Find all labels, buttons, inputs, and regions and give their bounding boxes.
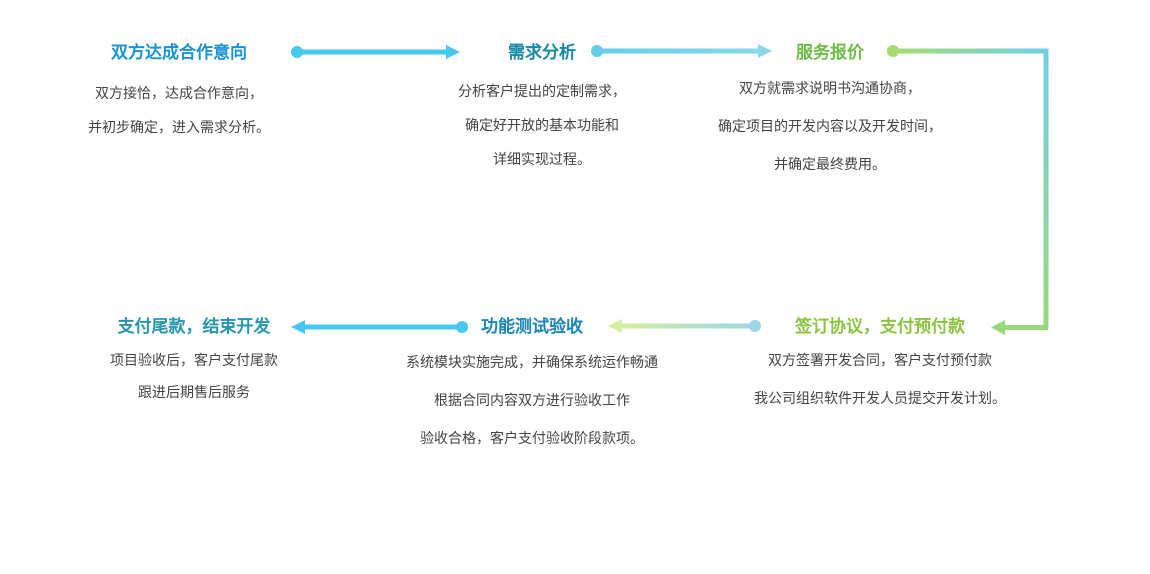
step-2-title: 需求分析 (508, 43, 576, 63)
arrow-step1-to-step2 (291, 45, 460, 59)
step-6-final-payment: 支付尾款，结束开发 项目验收后，客户支付尾款 跟进后期售后服务 (74, 316, 314, 409)
arrow-step3-to-step4 (887, 45, 1049, 335)
step-3-line-3: 并确定最终费用。 (774, 157, 886, 173)
step-3-line-1: 双方就需求说明书沟通协商， (739, 81, 921, 97)
step-2-line-3: 详细实现过程。 (493, 152, 591, 168)
step-5-description: 系统模块实施完成，并确保系统运作畅通 根据合同内容双方进行验收工作 验收合格，客… (367, 344, 697, 458)
step-6-line-2: 跟进后期售后服务 (138, 385, 250, 401)
step-5-line-3: 验收合格，客户支付验收阶段款项。 (420, 431, 644, 447)
step-2-requirement-analysis: 需求分析 分析客户提出的定制需求， 确定好开放的基本功能和 详细实现过程。 (422, 42, 662, 177)
step-2-description: 分析客户提出的定制需求， 确定好开放的基本功能和 详细实现过程。 (422, 75, 662, 177)
step-4-sign-agreement: 签订协议，支付预付款 双方签署开发合同，客户支付预付款 我公司组织软件开发人员提… (715, 316, 1045, 418)
step-6-line-1: 项目验收后，客户支付尾款 (110, 353, 278, 369)
arrow-step5-to-step6 (291, 320, 468, 334)
step-2-line-2: 确定好开放的基本功能和 (465, 118, 619, 134)
step-3-service-quote: 服务报价 双方就需求说明书沟通协商， 确定项目的开发内容以及开发时间， 并确定最… (690, 42, 970, 184)
step-3-description: 双方就需求说明书沟通协商， 确定项目的开发内容以及开发时间， 并确定最终费用。 (690, 70, 970, 184)
arrow-step4-to-step5 (608, 319, 761, 333)
step-4-line-2: 我公司组织软件开发人员提交开发计划。 (754, 391, 1006, 407)
step-5-function-test-acceptance: 功能测试验收 系统模块实施完成，并确保系统运作畅通 根据合同内容双方进行验收工作… (367, 316, 697, 458)
step-5-line-1: 系统模块实施完成，并确保系统运作畅通 (406, 355, 658, 371)
step-6-title: 支付尾款，结束开发 (117, 317, 271, 337)
step-1-cooperation-intent: 双方达成合作意向 双方接恰，达成合作意向， 并初步确定，进入需求分析。 (79, 42, 279, 145)
step-4-description: 双方签署开发合同，客户支付预付款 我公司组织软件开发人员提交开发计划。 (715, 342, 1045, 418)
step-6-description: 项目验收后，客户支付尾款 跟进后期售后服务 (74, 345, 314, 409)
step-3-title: 服务报价 (796, 43, 864, 63)
step-5-title: 功能测试验收 (481, 317, 583, 337)
step-5-line-2: 根据合同内容双方进行验收工作 (434, 393, 630, 409)
step-4-title: 签订协议，支付预付款 (795, 317, 965, 337)
step-2-line-1: 分析客户提出的定制需求， (458, 84, 626, 100)
step-1-description: 双方接恰，达成合作意向， 并初步确定，进入需求分析。 (79, 77, 279, 145)
step-1-line-1: 双方接恰，达成合作意向， (95, 86, 263, 102)
step-3-line-2: 确定项目的开发内容以及开发时间， (718, 119, 942, 135)
step-1-title: 双方达成合作意向 (111, 43, 247, 63)
step-1-line-2: 并初步确定，进入需求分析。 (88, 120, 270, 136)
arrow-step2-to-step3 (591, 44, 772, 58)
step-4-line-1: 双方签署开发合同，客户支付预付款 (768, 353, 992, 369)
